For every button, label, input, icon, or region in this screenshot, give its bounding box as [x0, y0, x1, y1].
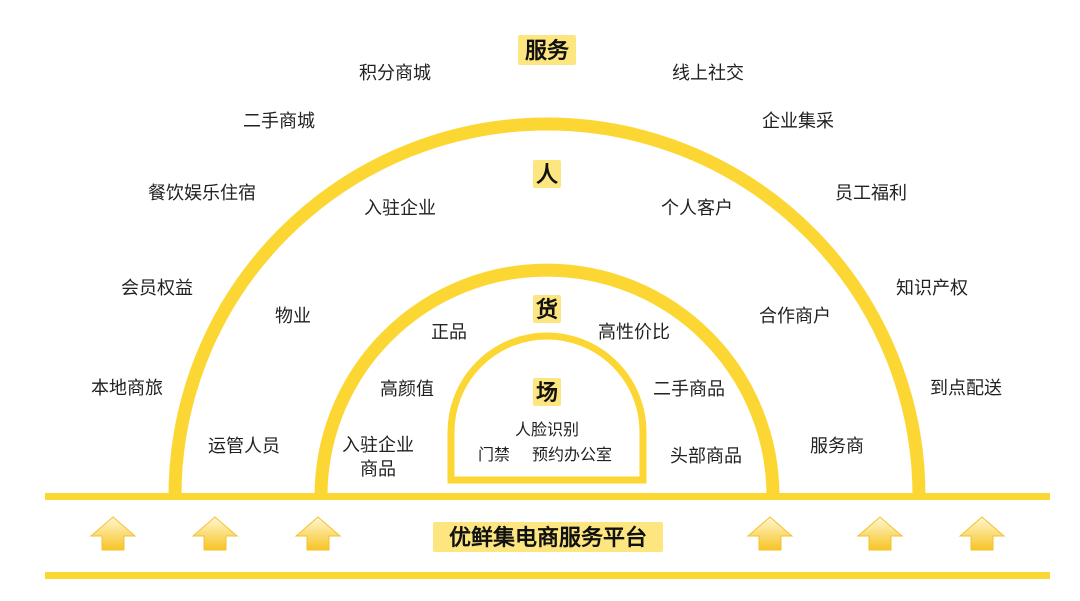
goods-item: 正品 — [431, 322, 467, 343]
service-item: 员工福利 — [835, 183, 907, 204]
venue-title: 场 — [536, 381, 558, 406]
service-item: 到点配送 — [930, 378, 1002, 399]
service-item: 积分商城 — [359, 63, 431, 84]
up-arrow-icon — [89, 516, 137, 551]
service-title: 服务 — [525, 39, 570, 64]
people-title: 人 — [536, 163, 558, 188]
venue-item: 门禁 — [478, 445, 510, 464]
service-item: 知识产权 — [896, 278, 968, 299]
venue-item: 预约办公室 — [532, 445, 612, 464]
goods-item: 头部商品 — [670, 446, 742, 467]
goods-title: 货 — [536, 297, 558, 323]
goods-item: 入驻企业 — [342, 435, 414, 456]
goods-item: 商品 — [360, 459, 396, 480]
platform-title: 优鲜集电商服务平台 — [449, 525, 647, 551]
people-item: 物业 — [275, 306, 311, 327]
service-item: 线上社交 — [672, 63, 744, 84]
service-item: 本地商旅 — [91, 378, 163, 399]
goods-item: 高性价比 — [598, 322, 670, 343]
up-arrow-icon — [958, 516, 1006, 551]
service-item: 企业集采 — [762, 111, 834, 132]
service-arch — [168, 117, 926, 497]
service-item: 二手商城 — [243, 111, 315, 132]
people-item: 运管人员 — [208, 436, 280, 457]
up-arrow-icon — [746, 516, 794, 551]
people-item: 服务商 — [810, 436, 864, 457]
people-arch — [314, 263, 780, 497]
goods-item: 高颜值 — [380, 379, 434, 400]
up-arrow-icon — [294, 516, 342, 551]
up-arrow-icon — [856, 516, 904, 551]
goods-item: 二手商品 — [653, 379, 725, 400]
people-item: 个人客户 — [661, 198, 733, 219]
up-arrow-icon — [191, 516, 239, 551]
platform-bottom-bar — [45, 572, 1050, 579]
service-item: 会员权益 — [121, 278, 193, 299]
service-item: 餐饮娱乐住宿 — [148, 183, 256, 204]
venue-arch — [447, 332, 647, 484]
people-item: 入驻企业 — [364, 198, 436, 219]
people-item: 合作商户 — [759, 306, 831, 327]
venue-item: 人脸识别 — [515, 420, 579, 439]
platform-top-bar — [45, 493, 1050, 500]
